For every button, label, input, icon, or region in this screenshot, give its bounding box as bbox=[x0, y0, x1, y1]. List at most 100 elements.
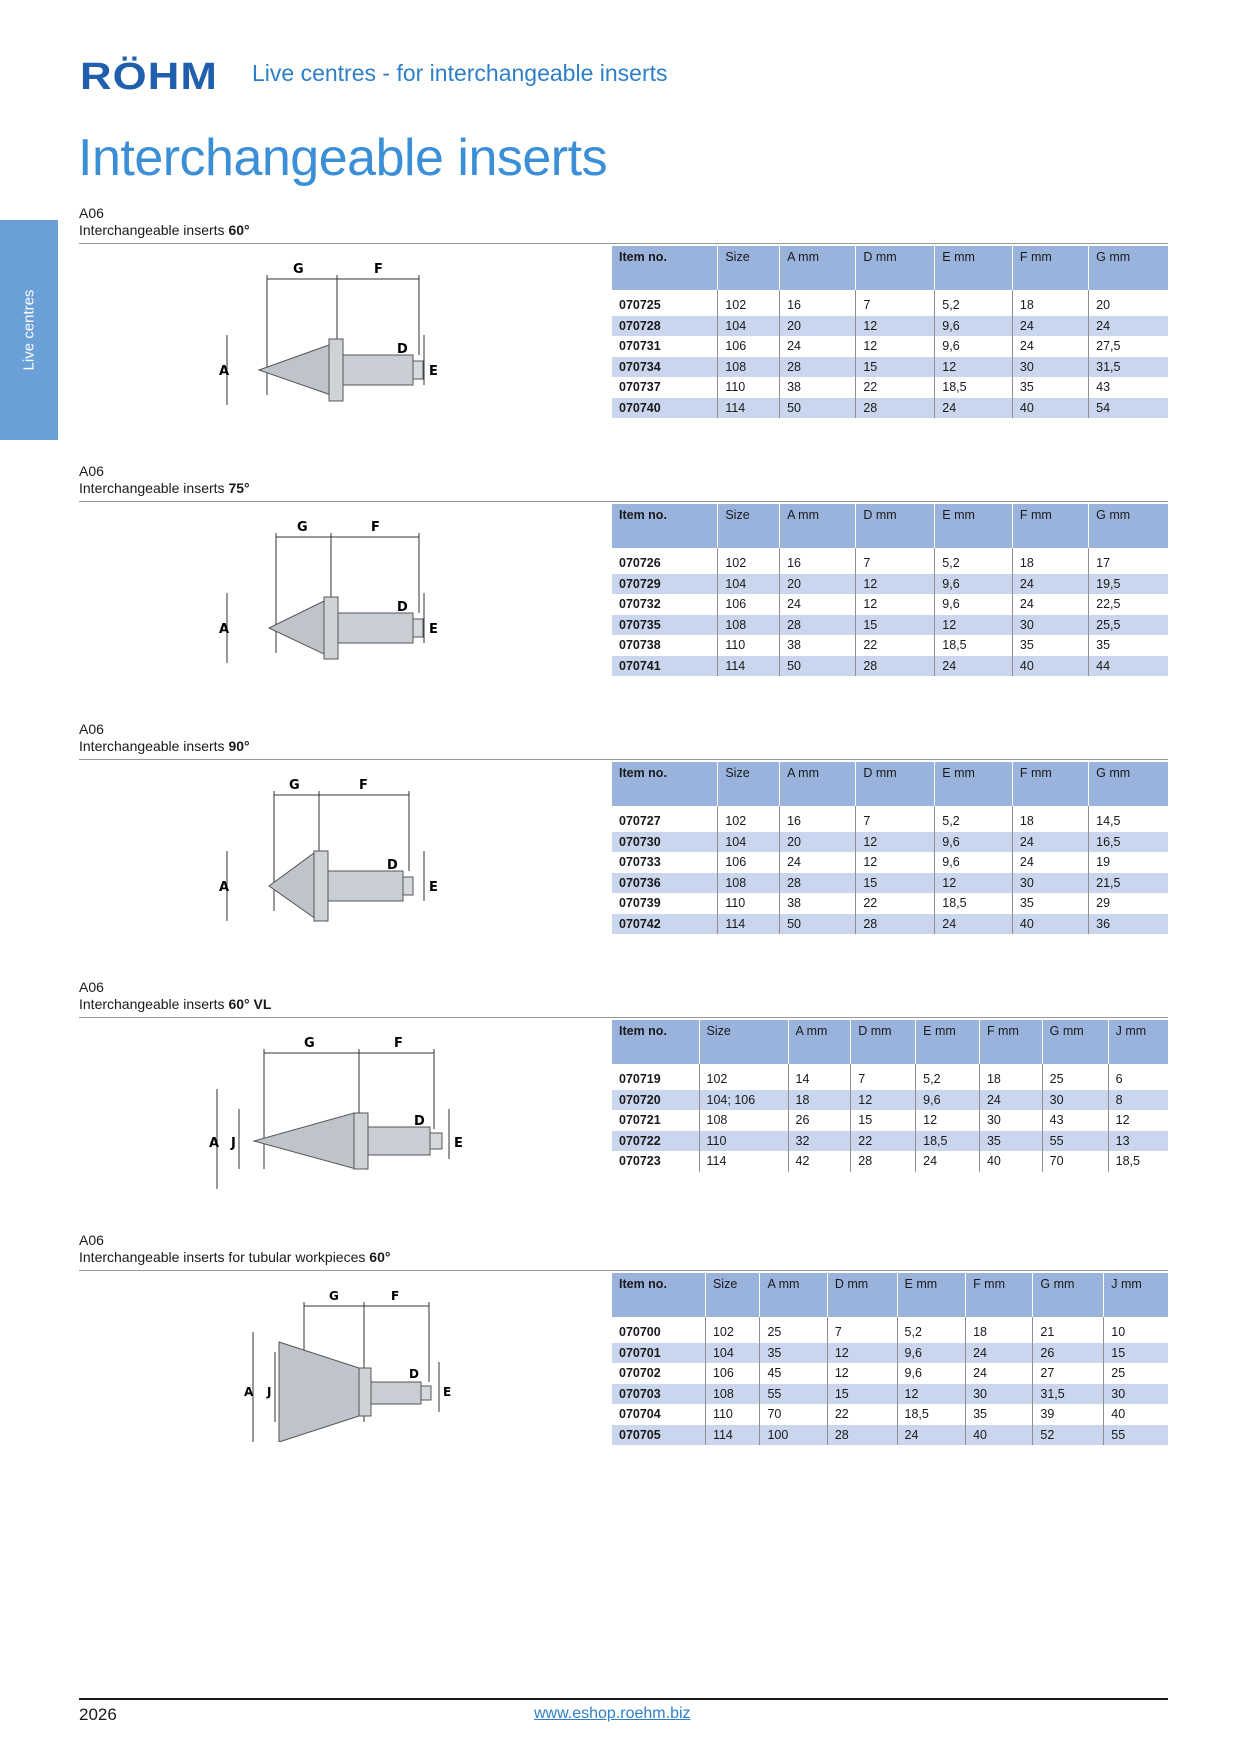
col-header: D mm bbox=[827, 1273, 898, 1317]
col-header: Item no. bbox=[612, 1273, 706, 1317]
col-header: F mm bbox=[1012, 762, 1090, 806]
side-tab-label: Live centres bbox=[20, 289, 38, 371]
col-header: Item no. bbox=[612, 762, 719, 806]
col-header: F mm bbox=[965, 1273, 1034, 1317]
insert-60-vl-drawing: G F A J D E bbox=[209, 1036, 463, 1189]
col-header: A mm bbox=[779, 762, 857, 806]
col-header: G mm bbox=[1088, 504, 1168, 548]
col-header: Size bbox=[717, 504, 781, 548]
section-tubular-60: A06 Interchangeable inserts for tubular … bbox=[79, 1232, 1168, 1445]
col-header: F mm bbox=[1012, 504, 1090, 548]
section-75: A06 Interchangeable inserts 75° G F A D … bbox=[79, 463, 1168, 676]
eshop-link[interactable]: www.eshop.roehm.biz bbox=[534, 1705, 691, 1722]
col-header: Item no. bbox=[612, 504, 719, 548]
page-title: Interchangeable inserts bbox=[78, 129, 608, 187]
section-rule bbox=[79, 501, 1168, 502]
side-tab[interactable]: Live centres bbox=[0, 220, 58, 440]
section-code: A06 bbox=[79, 979, 104, 995]
dim-label: D bbox=[409, 1367, 419, 1381]
col-header: G mm bbox=[1088, 762, 1168, 806]
section-rule bbox=[79, 243, 1168, 244]
dim-label: A bbox=[244, 1385, 254, 1399]
col-header: A mm bbox=[779, 504, 857, 548]
dim-label: D bbox=[397, 342, 408, 357]
dim-label: E bbox=[429, 880, 438, 895]
col-header: E mm bbox=[934, 762, 1013, 806]
section-name: Interchangeable inserts 60° VL bbox=[79, 996, 272, 1012]
section-name: Interchangeable inserts for tubular work… bbox=[79, 1249, 391, 1265]
section-rule bbox=[79, 759, 1168, 760]
dim-label: E bbox=[443, 1385, 451, 1399]
dim-label: G bbox=[289, 778, 300, 793]
col-header: E mm bbox=[897, 1273, 967, 1317]
col-header: Size bbox=[699, 1020, 789, 1064]
dim-label: A bbox=[219, 622, 229, 637]
section-90: A06 Interchangeable inserts 90° G F A D … bbox=[79, 721, 1168, 934]
section-rule bbox=[79, 1270, 1168, 1271]
insert-tubular-drawing: G F A J D E bbox=[244, 1289, 451, 1442]
col-header: D mm bbox=[855, 504, 936, 548]
insert-90-drawing: G F A D E bbox=[219, 778, 438, 922]
section-code: A06 bbox=[79, 463, 104, 479]
insert-75-drawing: G F A D E bbox=[219, 520, 438, 663]
col-header: Size bbox=[717, 762, 781, 806]
insert-60-drawing: G F A D E bbox=[219, 262, 438, 405]
col-header: A mm bbox=[788, 1020, 852, 1064]
dim-label: G bbox=[329, 1289, 339, 1303]
dim-label: A bbox=[219, 364, 229, 379]
dim-label: G bbox=[293, 262, 304, 277]
section-60-vl: A06 Interchangeable inserts 60° VL G F A… bbox=[79, 979, 1168, 1189]
dim-label: D bbox=[397, 600, 408, 615]
spec-table: Item no. Size A mm D mm E mm F mm G mm J… bbox=[612, 1273, 1168, 1445]
footer-rule bbox=[79, 1698, 1168, 1700]
col-header: E mm bbox=[934, 246, 1013, 290]
section-name: Interchangeable inserts 60° bbox=[79, 222, 250, 238]
col-header: Item no. bbox=[612, 1020, 700, 1064]
col-header: J mm bbox=[1108, 1020, 1168, 1064]
section-code: A06 bbox=[79, 1232, 104, 1248]
spec-table: Item no. Size A mm D mm E mm F mm G mm J… bbox=[612, 1020, 1168, 1172]
section-rule bbox=[79, 1017, 1168, 1018]
dim-label: F bbox=[394, 1036, 403, 1051]
col-header: G mm bbox=[1032, 1273, 1105, 1317]
col-header: F mm bbox=[979, 1020, 1043, 1064]
section-60: A06 Interchangeable inserts 60° G F A D … bbox=[79, 205, 1168, 418]
col-header: G mm bbox=[1042, 1020, 1109, 1064]
dim-label: E bbox=[429, 364, 438, 379]
spec-table: Item no. Size A mm D mm E mm F mm G mm 0… bbox=[612, 246, 1168, 418]
logo-text: RÖHM bbox=[80, 56, 218, 92]
col-header: Size bbox=[705, 1273, 761, 1317]
col-header: Size bbox=[717, 246, 781, 290]
section-name: Interchangeable inserts 90° bbox=[79, 738, 250, 754]
dim-label: A bbox=[219, 880, 229, 895]
section-code: A06 bbox=[79, 205, 104, 221]
col-header: E mm bbox=[915, 1020, 980, 1064]
roehm-logo: RÖHM bbox=[80, 56, 218, 92]
dim-label: A bbox=[209, 1136, 219, 1151]
col-header: F mm bbox=[1012, 246, 1090, 290]
dim-label: D bbox=[387, 858, 398, 873]
section-code: A06 bbox=[79, 721, 104, 737]
